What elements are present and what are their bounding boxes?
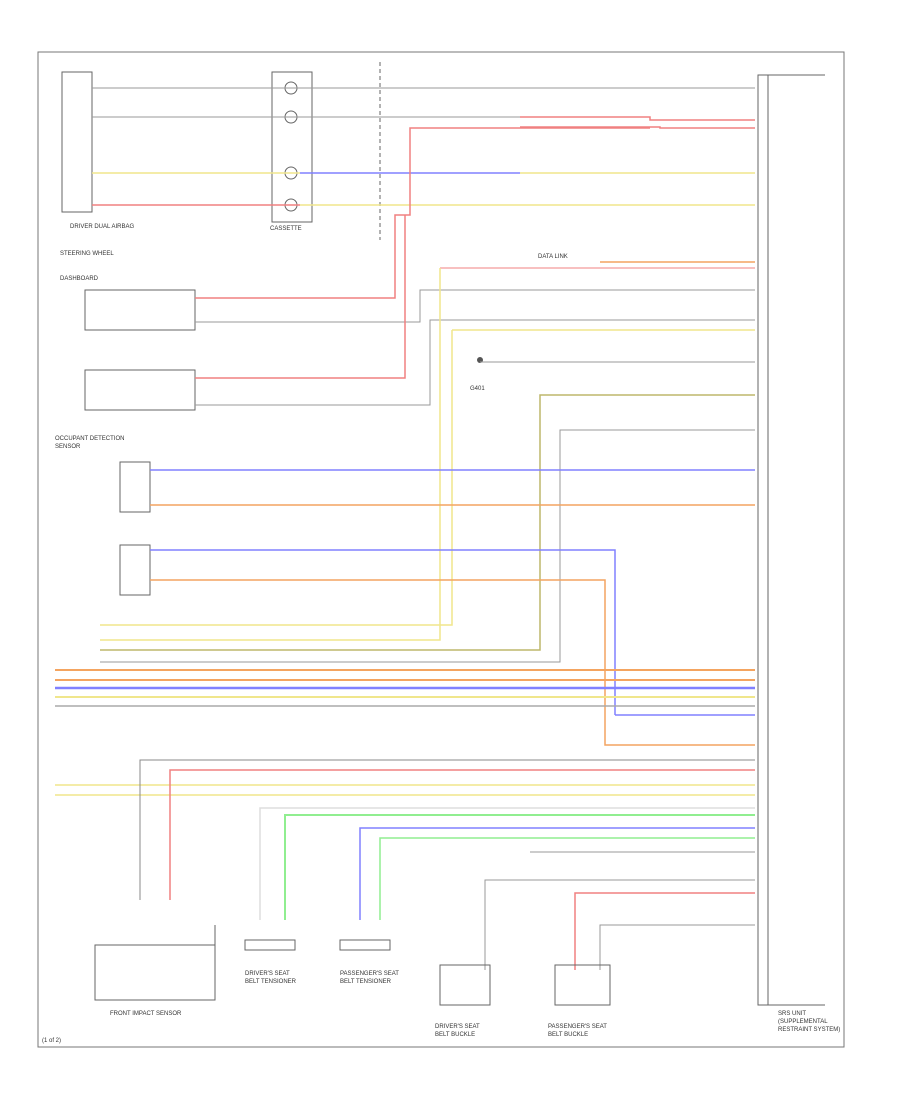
diagram-frame [37,51,845,1048]
passenger-buckle-box [554,964,611,1006]
driver-buckle-label-2: BELT BUCKLE [435,1032,475,1038]
steering-wheel-label: STEERING WHEEL [60,251,114,257]
occupant-detection-block [119,461,755,746]
right-tensioner-box [339,939,391,951]
srs-unit-box [757,74,769,1006]
driver-dual-airbag-label: DRIVER DUAL AIRBAG [70,224,134,230]
srs-unit-label-3: RESTRAINT SYSTEM) [778,1027,840,1033]
srs-unit-label-1: SRS UNIT [778,1011,806,1017]
srs-unit-label-2: (SUPPLEMENTAL [778,1019,828,1025]
front-impact-label: FRONT IMPACT SENSOR [110,1011,182,1017]
diagram-note: (1 of 2) [42,1038,61,1044]
ods-sub: SENSOR [55,444,81,450]
driver-tension-label-2: BELT TENSIONER [245,979,297,985]
ods-title: OCCUPANT DETECTION [55,436,124,442]
front-impact-sensor-box [94,944,216,1001]
pass-buckle-label-1: PASSENGER'S SEAT [548,1024,607,1030]
left-tensioner-box [244,939,296,951]
steering-cassette-block [61,62,755,240]
cassette-label: CASSETTE [270,226,302,232]
driver-buckle-label-1: DRIVER'S SEAT [435,1024,480,1030]
dashboard-label: DASHBOARD [60,276,99,282]
dlc-label: DATA LINK [538,254,568,260]
pass-buckle-label-2: BELT BUCKLE [548,1032,588,1038]
side-airbag-block [84,127,755,411]
driver-tension-label-1: DRIVER'S SEAT [245,971,290,977]
ground-label: G401 [470,386,485,392]
pass-tension-label-1: PASSENGER'S SEAT [340,971,399,977]
driver-buckle-box [439,964,491,1006]
pass-tension-label-2: BELT TENSIONER [340,979,392,985]
